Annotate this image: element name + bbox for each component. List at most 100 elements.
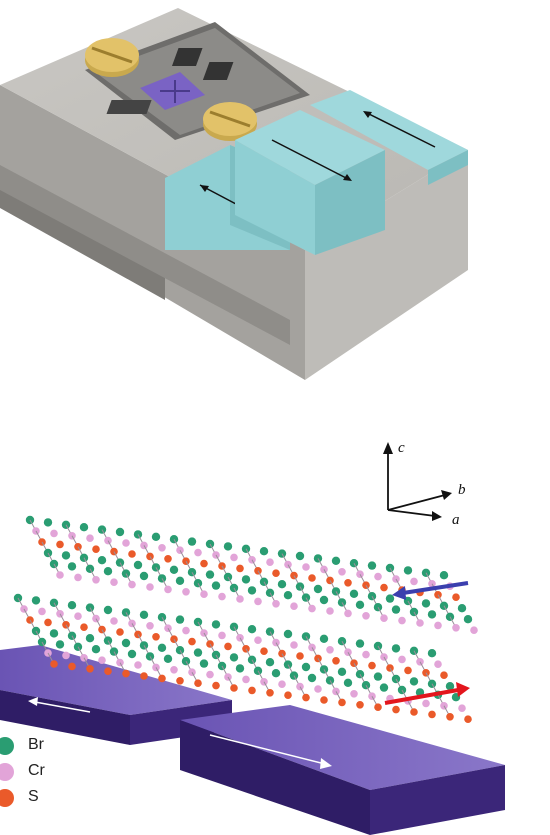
s-atom [332,657,340,665]
cr-atom [326,646,334,654]
device-side-face [305,150,468,380]
br-atom [43,518,53,527]
br-atom [67,562,77,571]
s-atom [44,618,52,627]
cr-atom [62,651,70,660]
br-atom [259,547,269,556]
s-atom [128,550,136,558]
br-atom [385,594,395,603]
br-atom [229,653,239,662]
cr-atom [164,585,172,594]
br-atom [277,580,287,589]
br-atom [355,600,365,609]
s-atom [446,713,454,721]
br-atom [283,591,293,600]
br-atom [295,551,305,561]
cr-atom [182,588,190,596]
cr-atom [146,583,154,591]
substrate-right [180,705,505,835]
s-atom [212,681,220,690]
br-atom [283,629,293,639]
br-atom [163,654,173,663]
s-atom [380,583,388,592]
br-atom [445,682,455,691]
piezo-stack-3 [310,90,468,185]
cr-atom [158,544,166,552]
cr-atom [218,592,226,601]
br-atom [235,664,245,673]
s-atom [50,660,58,668]
br-atom [421,599,431,608]
s-atom [194,679,202,687]
s-atom [80,623,88,631]
plate-window [106,100,152,114]
cr-atom-icon [0,763,14,781]
br-atom [157,643,167,652]
strain-device [0,8,468,380]
br-atom [115,527,125,537]
cr-atom [170,666,178,674]
cr-atom [206,670,214,679]
s-atom [410,708,418,716]
br-atom [313,584,323,594]
cr-atom [452,624,460,632]
element-legend: Br Cr S [0,734,80,812]
cr-atom [350,690,358,698]
cr-atom [410,577,418,586]
s-atom [428,710,436,719]
s-atom [272,569,280,577]
cr-atom [230,553,238,562]
br-atom [355,639,365,648]
cr-atom [110,578,118,586]
br-atom [391,644,401,653]
br-atom [409,677,419,686]
br-atom [319,634,329,643]
br-atom [301,662,311,672]
cr-atom [194,548,202,557]
s-atom [392,705,400,714]
cr-atom [344,609,352,618]
cr-atom [338,568,346,576]
cr-atom [86,534,94,542]
br-atom [247,586,257,595]
cr-atom [38,607,46,616]
s-atom [140,672,148,680]
cr-atom [290,641,298,649]
cr-atom [302,563,310,571]
cr-atom [470,626,478,634]
cr-atom [128,580,136,589]
cr-atom [98,656,106,664]
br-atom [91,645,101,654]
cr-atom [314,685,322,693]
br-atom [211,620,221,629]
legend-item-s: S [0,786,80,812]
s-atom [308,574,316,582]
s-atom [464,715,472,723]
s-atom [164,555,172,563]
br-atom [187,537,197,546]
s-atom [338,698,346,707]
axis-a-label: a [452,512,460,528]
s-atom [344,579,352,587]
screw-right [203,102,257,141]
br-atom [343,678,353,687]
cr-atom [122,539,130,547]
cr-atom [200,590,208,598]
cr-atom [416,619,424,627]
br-atom [373,672,383,681]
legend-label: S [28,788,39,805]
cr-atom [266,558,274,566]
br-atom [175,615,185,624]
cr-atom [272,600,280,608]
br-atom [127,649,137,659]
br-atom [331,556,341,565]
s-atom [404,666,412,675]
crsbr-lattice [13,515,478,723]
screw-left [85,38,139,77]
br-atom [193,648,203,657]
br-atom [223,542,233,551]
s-atom [452,593,460,601]
cr-atom [380,614,388,622]
legend-label: Cr [28,762,45,779]
s-atom [152,633,160,641]
